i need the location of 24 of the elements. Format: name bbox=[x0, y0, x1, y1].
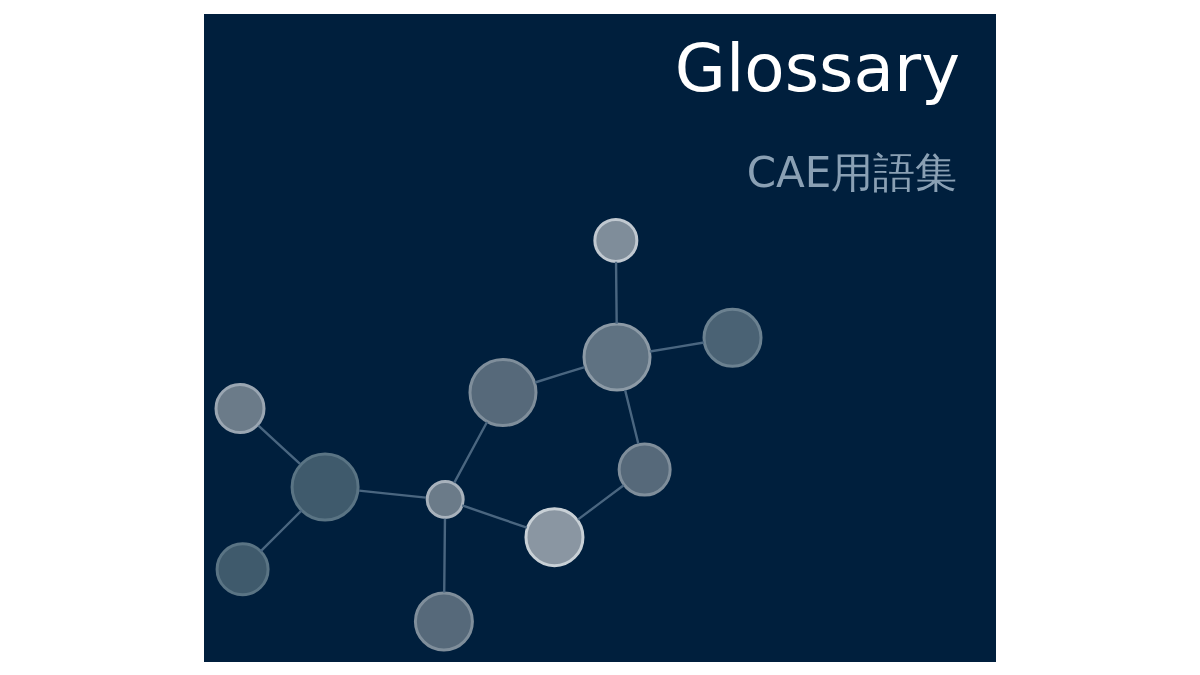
connector bbox=[443, 518, 447, 593]
connector bbox=[649, 340, 705, 353]
connector bbox=[461, 503, 528, 529]
connector bbox=[453, 420, 489, 483]
node-circle bbox=[425, 479, 465, 519]
node-circle bbox=[290, 452, 360, 522]
connector bbox=[259, 509, 303, 552]
connector bbox=[623, 389, 640, 444]
node-circle bbox=[702, 307, 763, 368]
connector bbox=[257, 424, 301, 465]
connector bbox=[359, 488, 427, 499]
node-circle bbox=[468, 357, 538, 427]
node-circle bbox=[214, 382, 266, 434]
node-circle bbox=[593, 217, 639, 263]
node-circle bbox=[524, 506, 585, 567]
connector bbox=[577, 483, 625, 521]
connector bbox=[614, 261, 618, 324]
diagram-title: Glossary bbox=[674, 29, 961, 107]
node-circle bbox=[617, 442, 672, 497]
label: CAE用語集 bbox=[746, 147, 958, 197]
node-circle bbox=[582, 322, 652, 391]
node-circle bbox=[215, 541, 270, 596]
connector bbox=[534, 365, 585, 384]
node-circle bbox=[413, 591, 474, 651]
